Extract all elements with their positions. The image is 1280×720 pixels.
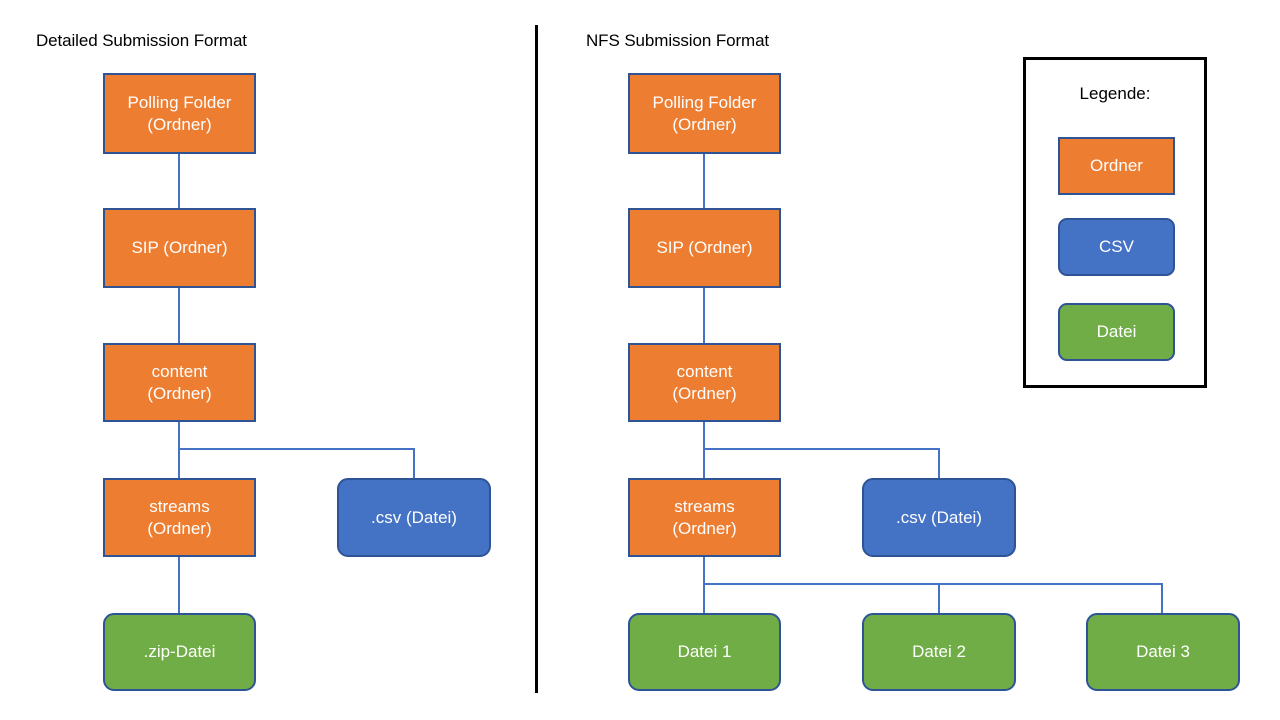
node-right-datei-2[interactable]: Datei 2 [862,613,1016,691]
connector-right-branch-to-csv [938,448,940,479]
node-right-csv-file[interactable]: .csv (Datei) [862,478,1016,557]
legend-panel: Legende: Ordner CSV Datei [1023,57,1207,388]
node-right-content-folder[interactable]: content (Ordner) [628,343,781,422]
node-left-zip-file[interactable]: .zip-Datei [103,613,256,691]
node-right-datei-1[interactable]: Datei 1 [628,613,781,691]
legend-title: Legende: [1079,84,1151,103]
node-left-csv-file[interactable]: .csv (Datei) [337,478,491,557]
connector-right-content-to-streams [703,420,705,480]
node-right-polling-folder[interactable]: Polling Folder (Ordner) [628,73,781,154]
connector-right-streams-down [703,555,705,615]
connector-left-content-to-streams [178,420,180,480]
node-left-polling-folder[interactable]: Polling Folder (Ordner) [103,73,256,154]
connector-right-branch-to-datei3 [1161,583,1163,615]
node-right-streams-folder[interactable]: streams (Ordner) [628,478,781,557]
legend-swatch-ordner: Ordner [1058,137,1175,195]
connector-right-streams-branch-horizontal [703,583,1163,585]
connector-left-sip-to-content [178,286,180,345]
left-column-title: Detailed Submission Format [36,31,247,50]
legend-swatch-datei: Datei [1058,303,1175,361]
connector-left-streams-to-zip [178,555,180,615]
connector-right-sip-to-content [703,286,705,345]
node-right-datei-3[interactable]: Datei 3 [1086,613,1240,691]
node-left-streams-folder[interactable]: streams (Ordner) [103,478,256,557]
connector-left-content-branch-horizontal [178,448,414,450]
node-right-sip-folder[interactable]: SIP (Ordner) [628,208,781,288]
right-column-title: NFS Submission Format [586,31,770,50]
legend-swatch-csv: CSV [1058,218,1175,276]
connector-left-branch-to-csv [413,448,415,479]
column-divider [535,25,538,693]
connector-right-branch-to-datei2 [938,583,940,615]
connector-right-content-branch-horizontal [703,448,939,450]
connector-right-polling-to-sip [703,152,705,210]
connector-left-polling-to-sip [178,152,180,210]
node-left-sip-folder[interactable]: SIP (Ordner) [103,208,256,288]
node-left-content-folder[interactable]: content (Ordner) [103,343,256,422]
